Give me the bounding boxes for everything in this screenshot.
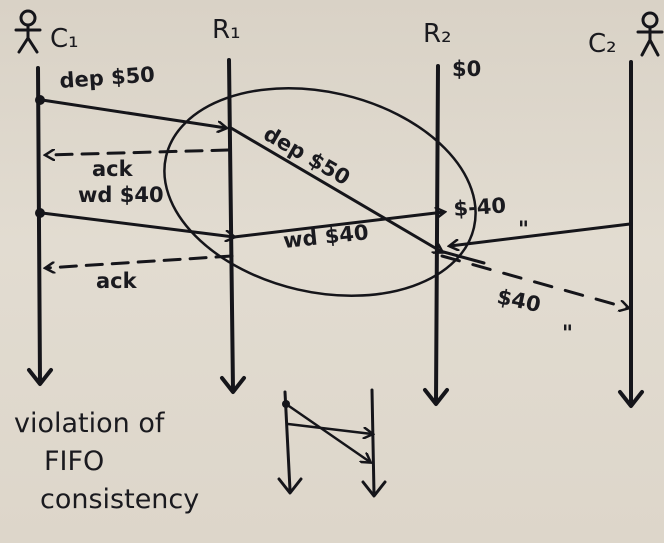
process-label-c1: C₁ [50, 24, 79, 54]
process-label-r2: R₂ [423, 19, 452, 49]
message-dep-r1-r2-overshoot [438, 249, 486, 265]
timeline-r1 [227, 58, 235, 392]
label-ack-1: ack [92, 157, 134, 181]
caption-line-3: consistency [40, 484, 199, 515]
message-wd-c1-r1 [40, 211, 234, 237]
label-dep-r1-r2: dep $50 [260, 122, 355, 191]
timeline-r2-arrowhead [423, 388, 449, 406]
r2-initial-balance: $0 [452, 57, 481, 81]
message-wd-r1-r2 [232, 212, 444, 239]
client-c2-figure-icon [636, 11, 664, 57]
message-r2-to-c2-solid [450, 222, 632, 246]
process-label-c2: C₂ [588, 29, 617, 59]
timeline-c1-arrowhead [27, 368, 53, 386]
message-r2-to-c2-dashed [440, 254, 628, 308]
r2-balance-after-dep: $40 [495, 284, 543, 317]
client-c1-figure-icon [14, 9, 42, 54]
message-ack-1 [46, 148, 230, 155]
caption-line-1: violation of [14, 408, 166, 439]
send-event-dep [35, 95, 45, 105]
ditto-mark-1: " [518, 217, 529, 241]
timeline-c2-arrowhead [618, 390, 644, 408]
mini-fifo-crossing-sketch [277, 388, 387, 498]
label-wd-r1-r2: wd $40 [282, 220, 370, 253]
message-dep-c1-r1 [40, 98, 226, 128]
highlight-ellipse [163, 87, 477, 297]
timeline-r2 [434, 64, 440, 404]
timeline-c1 [36, 66, 42, 384]
send-event-wd [35, 208, 45, 218]
ditto-mark-2: " [562, 321, 573, 345]
r2-balance-after-wd: $-40 [453, 193, 507, 221]
label-dep-c1-r1: dep $50 [59, 62, 156, 93]
label-ack-2: ack [96, 269, 138, 293]
process-label-r1: R₁ [212, 15, 241, 45]
message-ack-2 [46, 254, 234, 268]
label-wd-c1-r1: wd $40 [78, 183, 164, 207]
caption-line-2: FIFO [44, 446, 104, 477]
message-dep-r1-r2 [229, 126, 442, 252]
timeline-r1-arrowhead [220, 376, 246, 394]
